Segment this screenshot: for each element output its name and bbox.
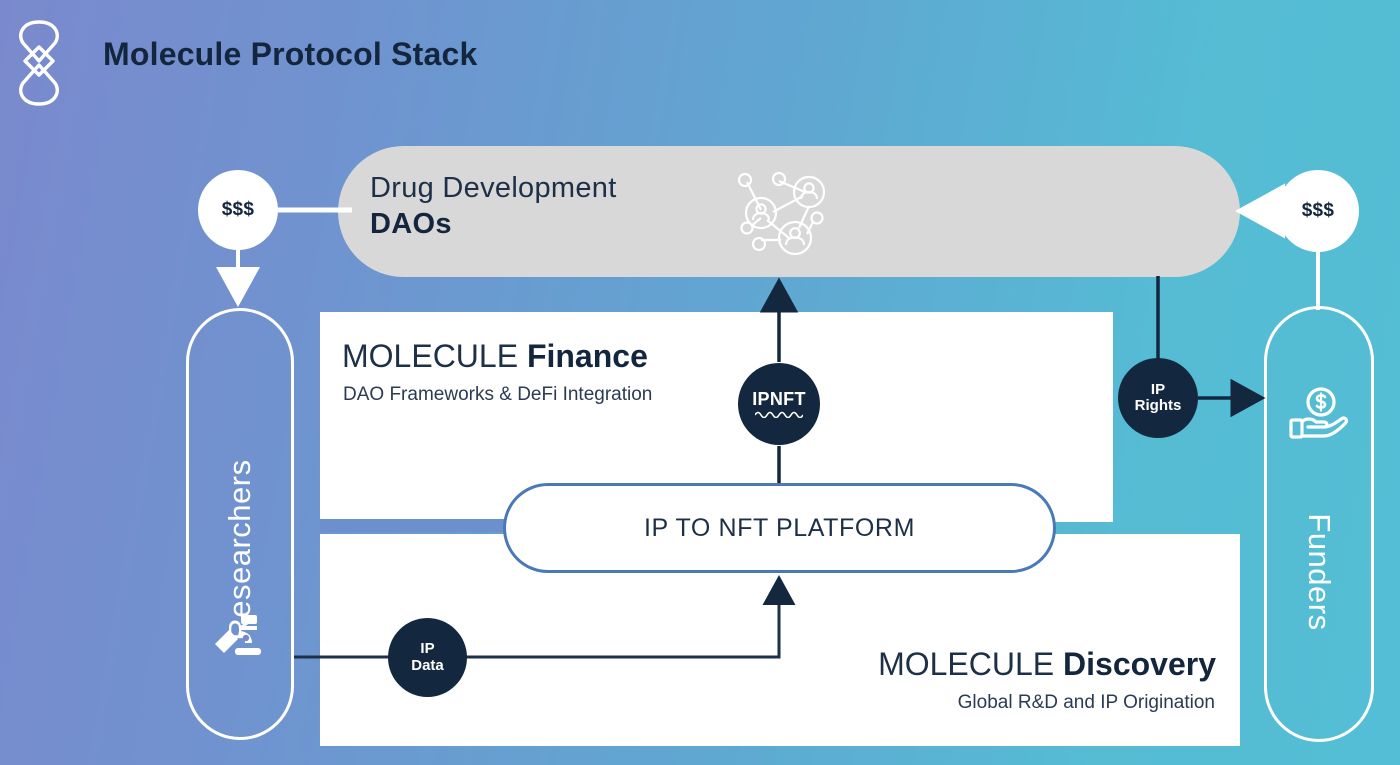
microscope-icon <box>215 615 261 655</box>
column-researchers[interactable]: Researchers <box>186 308 294 740</box>
finance-subtitle: DAO Frameworks & DeFi Integration <box>343 384 653 405</box>
ip-to-nft-platform-label: IP TO NFT PLATFORM <box>643 513 916 542</box>
blue-connector-bar <box>320 519 560 532</box>
discovery-title-light: MOLECULE <box>878 646 1064 682</box>
network-of-people-icon <box>737 171 826 256</box>
finance-title: MOLECULE Finance <box>342 338 648 375</box>
dao-title-line1: Drug Development <box>370 172 617 204</box>
discovery-title-bold: Discovery <box>1063 646 1216 682</box>
page-title: Molecule Protocol Stack <box>103 36 478 72</box>
discovery-title: MOLECULE Discovery <box>878 646 1216 683</box>
node-ip-rights[interactable]: IP Rights <box>1118 358 1198 438</box>
finance-title-bold: Finance <box>526 338 648 374</box>
dao-title-line2: DAOs <box>370 208 452 241</box>
dao-bar[interactable]: Drug Development DAOs <box>338 146 1240 277</box>
squiggle-underline-icon <box>755 411 803 419</box>
node-ip-data-line1: IP <box>420 640 435 658</box>
node-ip-data-line2: Data <box>411 656 444 674</box>
node-money-right[interactable]: $$$ <box>1277 170 1359 252</box>
dao-title: Drug Development DAOs <box>370 170 617 243</box>
hand-holding-dollar-icon <box>1289 387 1349 439</box>
ip-to-nft-platform[interactable]: IP TO NFT PLATFORM <box>503 483 1056 573</box>
node-money-left-label: $$$ <box>221 199 255 220</box>
node-ipnft-label: IPNFT <box>752 388 806 409</box>
finance-title-light: MOLECULE <box>342 338 527 374</box>
discovery-subtitle: Global R&D and IP Origination <box>957 692 1215 713</box>
node-ip-data[interactable]: IP Data <box>388 618 467 697</box>
node-ip-rights-line1: IP <box>1150 380 1166 398</box>
node-ip-rights-line2: Rights <box>1134 397 1182 414</box>
node-ipnft[interactable]: IPNFT <box>738 363 820 445</box>
node-money-right-label: $$$ <box>1301 200 1335 221</box>
column-funders[interactable]: Funders <box>1264 306 1374 742</box>
molecule-logo-icon <box>19 20 59 106</box>
node-money-left[interactable]: $$$ <box>198 170 278 250</box>
funders-label: Funders <box>1302 513 1337 631</box>
